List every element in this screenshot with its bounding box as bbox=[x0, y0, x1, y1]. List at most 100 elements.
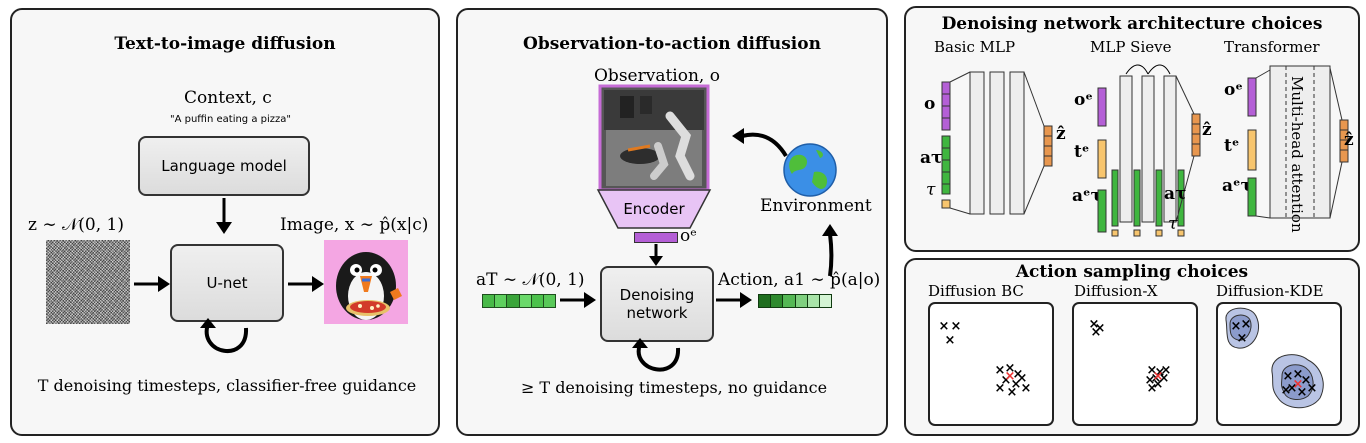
action-label: Action, a1 ∼ p̂(a|o) bbox=[718, 270, 881, 290]
attention-label: Multi-head attention bbox=[1288, 76, 1306, 233]
svg-text:×: × bbox=[1297, 385, 1308, 400]
noise-image bbox=[46, 240, 130, 324]
panel-title: Action sampling choices bbox=[1015, 262, 1249, 282]
oe-label: oᵉ bbox=[1074, 90, 1093, 110]
svg-text:×: × bbox=[1005, 369, 1016, 384]
oe-label-2: oᵉ bbox=[1224, 80, 1243, 100]
mlp-sieve-diagram bbox=[1097, 64, 1201, 237]
arch-label-transformer: Transformer bbox=[1224, 38, 1320, 56]
arrow-lm-to-unet bbox=[216, 198, 232, 234]
panel-title: Observation-to-action diffusion bbox=[523, 34, 821, 54]
svg-text:×: × bbox=[995, 363, 1006, 378]
unet-label: U-net bbox=[206, 274, 248, 292]
diffusion-bc-plot: ××× ××× ××× ××× × bbox=[928, 302, 1054, 426]
diffusion-kde-plot: ××× ××× ××× × × bbox=[1216, 302, 1342, 426]
svg-text:×: × bbox=[1293, 377, 1304, 392]
svg-text:×: × bbox=[1159, 371, 1170, 386]
method-label-kde: Diffusion-KDE bbox=[1216, 282, 1324, 300]
arrow-denoiser-to-action bbox=[716, 292, 752, 308]
svg-text:×: × bbox=[1145, 373, 1156, 388]
unet-loop-arrow bbox=[200, 318, 249, 354]
svg-text:×: × bbox=[1021, 381, 1032, 396]
text-to-image-panel: Text-to-image diffusion Context, c "A pu… bbox=[10, 8, 440, 436]
language-model-box: Language model bbox=[138, 136, 310, 196]
z-hat-label-3: ẑ bbox=[1344, 130, 1354, 150]
a-tau-label-2: aτ bbox=[1164, 184, 1187, 204]
unet-box: U-net bbox=[170, 244, 284, 322]
svg-text:×: × bbox=[1001, 373, 1012, 388]
svg-text:×: × bbox=[1013, 367, 1024, 382]
svg-text:×: × bbox=[945, 333, 956, 348]
a-tau-label: aτ bbox=[920, 148, 943, 168]
svg-text:×: × bbox=[951, 319, 962, 334]
denoising-network-box: Denoising network bbox=[600, 266, 714, 342]
encoder-label: Encoder bbox=[623, 200, 685, 218]
image-label: Image, x ∼ p̂(x|c) bbox=[280, 215, 429, 235]
context-label: Context, c bbox=[184, 88, 272, 108]
ae-tau-label: aᵉτ bbox=[1072, 186, 1103, 206]
svg-text:×: × bbox=[1091, 325, 1102, 340]
svg-text:×: × bbox=[1301, 373, 1312, 388]
svg-text:×: × bbox=[1005, 361, 1016, 376]
svg-text:×: × bbox=[995, 381, 1006, 396]
svg-text:×: × bbox=[1237, 331, 1248, 346]
svg-text:×: × bbox=[1151, 371, 1162, 386]
svg-text:×: × bbox=[1007, 385, 1018, 400]
svg-text:×: × bbox=[1011, 377, 1022, 392]
svg-text:×: × bbox=[1293, 367, 1304, 382]
panel1-caption: T denoising timesteps, classifier-free g… bbox=[37, 376, 417, 395]
clean-action-bar bbox=[758, 294, 832, 308]
tau-label: τ bbox=[926, 180, 936, 200]
denoising-network-label: Denoising network bbox=[619, 286, 695, 322]
panel2-caption: ≥ T denoising timesteps, no guidance bbox=[520, 378, 828, 397]
svg-text:×: × bbox=[1147, 363, 1158, 378]
svg-text:×: × bbox=[1307, 381, 1318, 396]
oe-label: oᵉ bbox=[680, 226, 697, 246]
encoder-shape bbox=[596, 189, 712, 229]
arch-label-basic-mlp: Basic MLP bbox=[934, 38, 1016, 56]
panel-title: Text-to-image diffusion bbox=[114, 34, 336, 54]
svg-text:×: × bbox=[1017, 371, 1028, 386]
svg-text:×: × bbox=[1095, 321, 1106, 336]
action-sampling-panel: Action sampling choices Diffusion BC Dif… bbox=[904, 258, 1360, 436]
arch-label-mlp-sieve: MLP Sieve bbox=[1090, 38, 1172, 56]
svg-text:×: × bbox=[1153, 377, 1164, 392]
svg-text:×: × bbox=[939, 319, 950, 334]
context-quote: "A puffin eating a pizza" bbox=[170, 114, 291, 125]
method-label-bc: Diffusion BC bbox=[928, 282, 1024, 300]
svg-text:×: × bbox=[1161, 363, 1172, 378]
denoiser-loop-arrow bbox=[632, 338, 681, 372]
noise-label: z ∼ 𝒩(0, 1) bbox=[28, 215, 124, 235]
svg-text:×: × bbox=[1089, 317, 1100, 332]
noise-overlay bbox=[46, 240, 130, 324]
te-label-2: tᵉ bbox=[1224, 136, 1240, 156]
transformer-diagram bbox=[1247, 65, 1349, 219]
z-hat-label-1: ẑ bbox=[1056, 124, 1066, 144]
oe-bar bbox=[634, 232, 678, 243]
arrow-noise-to-denoiser bbox=[560, 292, 596, 308]
svg-text:×: × bbox=[1281, 383, 1292, 398]
svg-text:×: × bbox=[1241, 317, 1252, 332]
arrow-unet-to-image bbox=[288, 276, 324, 292]
te-label: tᵉ bbox=[1074, 142, 1090, 162]
svg-text:×: × bbox=[1153, 369, 1164, 384]
o-label: o bbox=[924, 94, 936, 114]
arrow-env-to-observation bbox=[732, 128, 788, 158]
arrow-encoder-to-denoiser bbox=[649, 244, 663, 266]
noisy-action-bar bbox=[482, 294, 556, 308]
basic-mlp-diagram bbox=[941, 71, 1053, 215]
svg-text:×: × bbox=[1231, 319, 1242, 334]
arrow-action-to-env bbox=[822, 224, 838, 277]
observation-image bbox=[598, 84, 710, 192]
svg-text:×: × bbox=[1287, 381, 1298, 396]
diffusion-x-plot: ××× ××× ××× ×× × bbox=[1072, 302, 1198, 426]
observation-to-action-panel: Observation-to-action diffusion Observat… bbox=[456, 8, 888, 436]
language-model-label: Language model bbox=[161, 157, 287, 175]
globe-icon bbox=[783, 143, 837, 197]
svg-text:×: × bbox=[1283, 369, 1294, 384]
ae-tau-label-2: aᵉτ bbox=[1222, 176, 1253, 196]
puffin-pizza-image bbox=[324, 240, 408, 324]
svg-text:×: × bbox=[1147, 381, 1158, 396]
z-hat-label-2: ẑ bbox=[1202, 120, 1212, 140]
method-label-x: Diffusion-X bbox=[1074, 282, 1158, 300]
